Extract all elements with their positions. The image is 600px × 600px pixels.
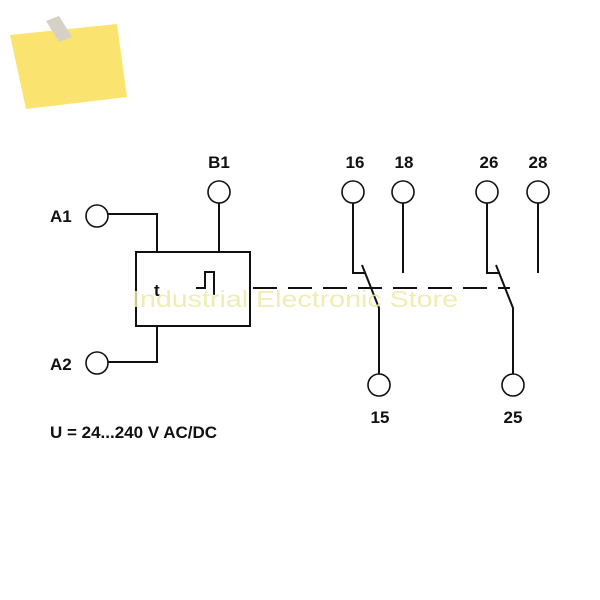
sticky-note-paper bbox=[10, 24, 127, 109]
contact-1-blade bbox=[361, 264, 380, 374]
timer-block bbox=[135, 251, 251, 327]
label-b1: B1 bbox=[208, 153, 230, 172]
watermark: Industrial Electronic Store bbox=[132, 286, 458, 312]
terminal-a1 bbox=[85, 204, 109, 228]
label-25: 25 bbox=[504, 408, 523, 427]
terminal-16 bbox=[341, 180, 365, 204]
label-28: 28 bbox=[529, 153, 548, 172]
contact-1-nc-wire bbox=[352, 203, 366, 274]
terminal-25 bbox=[501, 373, 525, 397]
label-26: 26 bbox=[480, 153, 499, 172]
pulse-symbol-icon bbox=[196, 271, 215, 295]
terminal-b1 bbox=[207, 180, 231, 204]
terminal-15 bbox=[367, 373, 391, 397]
contact-2-blade bbox=[495, 264, 514, 374]
contact-2-nc-wire bbox=[486, 203, 500, 274]
terminal-a2 bbox=[85, 351, 109, 375]
label-a2: A2 bbox=[50, 355, 72, 374]
terminal-28 bbox=[526, 180, 550, 204]
supply-voltage-caption: U = 24...240 V AC/DC bbox=[50, 423, 217, 442]
label-16: 16 bbox=[346, 153, 365, 172]
label-a1: A1 bbox=[50, 207, 72, 226]
wire-a1 bbox=[108, 213, 158, 252]
sticky-note-tape bbox=[46, 16, 72, 42]
label-15: 15 bbox=[371, 408, 390, 427]
terminal-18 bbox=[391, 180, 415, 204]
terminal-26 bbox=[475, 180, 499, 204]
label-18: 18 bbox=[395, 153, 414, 172]
timer-symbol: t bbox=[154, 281, 160, 300]
wire-a2 bbox=[108, 326, 158, 363]
sticky-note bbox=[10, 16, 127, 109]
